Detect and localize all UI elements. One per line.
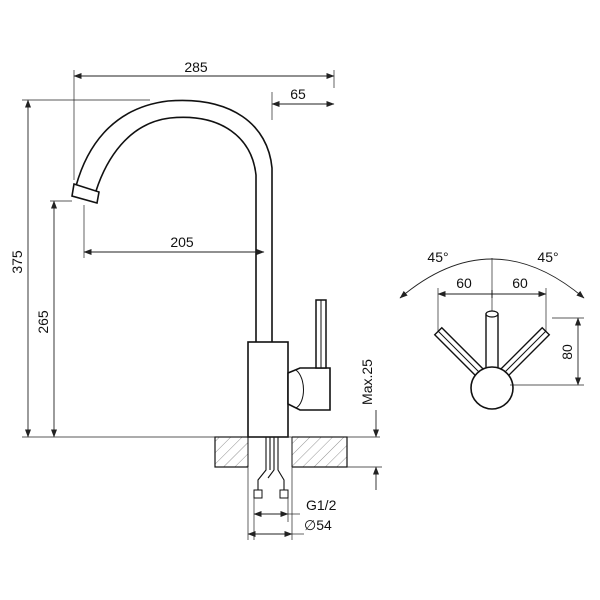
spout-outer-contour xyxy=(75,99,273,342)
faucet-body xyxy=(247,341,289,438)
rotation-top-view: 45° 45° 60 60 80 xyxy=(399,249,585,410)
handle-center xyxy=(485,310,499,371)
supply-hoses xyxy=(257,437,285,492)
dim-total-height: 375 xyxy=(9,250,25,274)
dim-hole-diameter: ∅54 xyxy=(304,517,332,533)
dimensions: 285 65 375 265 205 Max.25 G1/2 xyxy=(9,59,382,540)
offset-left: 60 xyxy=(456,275,472,291)
spout-tip xyxy=(71,182,100,205)
lever-housing xyxy=(287,367,331,411)
countertop-section xyxy=(214,436,348,468)
angle-right: 45° xyxy=(537,249,558,265)
dim-spout-offset: 65 xyxy=(290,86,306,102)
faucet-side-view xyxy=(71,99,331,499)
dim-max-thickness: Max.25 xyxy=(359,359,375,405)
dim-thread: G1/2 xyxy=(306,497,337,513)
handle-length: 80 xyxy=(559,344,575,360)
dim-spout-reach: 205 xyxy=(170,234,194,250)
rotation-arc xyxy=(399,258,585,299)
spout-inner-contour xyxy=(95,116,257,342)
body-top-circle xyxy=(470,366,514,410)
angle-left: 45° xyxy=(427,249,448,265)
dim-spout-height: 265 xyxy=(35,310,51,334)
dim-total-width: 285 xyxy=(184,59,208,75)
offset-right: 60 xyxy=(512,275,528,291)
